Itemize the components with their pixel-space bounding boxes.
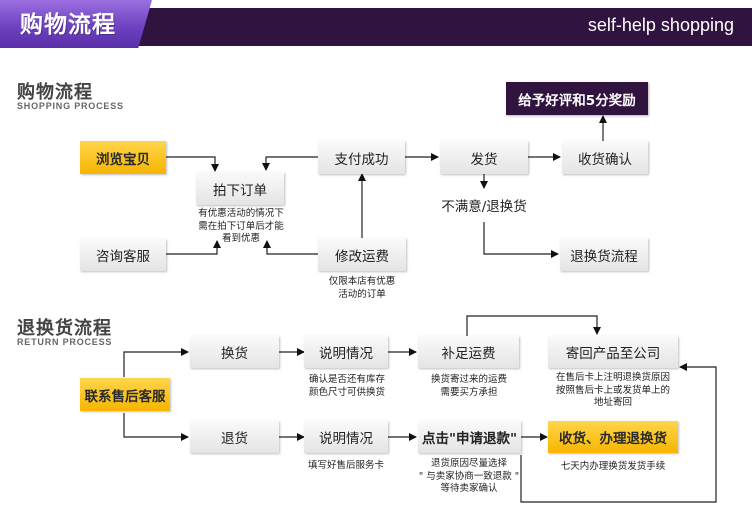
arrow-loop-to-sendback xyxy=(520,363,717,503)
header-tab xyxy=(0,0,152,48)
reward-box: 给予好评和5分奖励 xyxy=(506,82,648,115)
explain-1-note-line-2: 颜色尺寸可供换货 xyxy=(308,386,385,398)
header-banner: 购物流程 self-help shopping xyxy=(0,0,752,48)
unsatisfied-box: 不满意/退换货 xyxy=(431,190,537,220)
place-order-note-line-2: 需在拍下订单后才能 xyxy=(198,220,284,232)
place-order-box: 拍下订单 xyxy=(196,172,284,205)
return-section-title: 退换货流程 xyxy=(17,318,112,339)
arrow-contact-to-exchange xyxy=(123,348,189,377)
header-title: 购物流程 xyxy=(20,12,116,38)
send-back-box: 寄回产品至公司 xyxy=(548,336,678,368)
consult-box: 咨询客服 xyxy=(80,239,166,271)
place-order-note-line-3: 看到优惠 xyxy=(221,233,260,244)
apply-refund-note-line-1: 退货原因尽量选择 xyxy=(430,458,507,469)
explain-1-note-line-1: 确认是否还有库存 xyxy=(308,374,385,385)
modify-shipping-box: 修改运费 xyxy=(318,238,406,271)
arrow-browse-to-order xyxy=(166,156,219,172)
send-back-note-line-3: 地址寄回 xyxy=(593,397,632,408)
ship-box: 发货 xyxy=(440,141,528,174)
arrow-modify-to-order xyxy=(263,240,318,255)
receive-note: 七天内办理换货发货手续 xyxy=(543,461,683,474)
extra-shipping-note-line-1: 换货寄过来的运费 xyxy=(430,374,507,385)
extra-shipping-note: 换货寄过来的运费 需要买方承担 xyxy=(414,374,524,399)
extra-shipping-note-line-2: 需要买方承担 xyxy=(440,386,498,398)
modify-shipping-note-line-2: 活动的订单 xyxy=(338,288,386,300)
return-section-subtitle: RETURN PROCESS xyxy=(17,337,113,347)
explain-2-note-line-1: 填写好售后服务卡 xyxy=(307,460,384,471)
confirm-receipt-box: 收货确认 xyxy=(562,141,648,174)
browse-box: 浏览宝贝 xyxy=(80,141,166,174)
send-back-note-line-1: 在售后卡上注明退换货原因 xyxy=(555,372,670,383)
arrow-extra-to-sendback xyxy=(466,315,601,336)
arrow-pay-to-order xyxy=(262,156,318,171)
modify-shipping-note-line-1: 仅限本店有优惠 xyxy=(328,276,396,287)
arrow-contact-to-refund xyxy=(123,413,189,441)
apply-refund-note-line-2: " 与卖家协商一致退款 " xyxy=(418,470,520,482)
arrow-unsatisfied-to-returnflow xyxy=(483,222,559,258)
apply-refund-note-line-3: 等待卖家确认 xyxy=(440,483,498,494)
shopping-section-title: 购物流程 xyxy=(17,82,93,103)
arrow-consult-to-order xyxy=(166,240,221,255)
send-back-note: 在售后卡上注明退换货原因 按照售后卡上或发货单上的 地址寄回 xyxy=(543,372,683,410)
receive-note-line-1: 七天内办理换货发货手续 xyxy=(560,461,666,472)
explain-1-box: 说明情况 xyxy=(304,336,388,368)
return-flow-box: 退换货流程 xyxy=(560,238,648,271)
explain-1-note: 确认是否还有库存 颜色尺寸可供换货 xyxy=(297,374,397,399)
place-order-note: 有优惠活动的情况下 需在拍下订单后才能 看到优惠 xyxy=(190,208,292,246)
extra-shipping-box: 补足运费 xyxy=(418,336,519,368)
apply-refund-box: 点击"申请退款" xyxy=(418,421,521,453)
send-back-note-line-2: 按照售后卡上或发货单上的 xyxy=(555,384,670,396)
apply-refund-note: 退货原因尽量选择 " 与卖家协商一致退款 " 等待卖家确认 xyxy=(410,458,528,496)
modify-shipping-note: 仅限本店有优惠 活动的订单 xyxy=(316,276,408,301)
place-order-note-line-1: 有优惠活动的情况下 xyxy=(198,208,284,219)
explain-2-note: 填写好售后服务卡 xyxy=(296,460,396,473)
header-subtitle: self-help shopping xyxy=(587,15,734,35)
receive-box: 收货、办理退换货 xyxy=(548,421,678,453)
exchange-box: 换货 xyxy=(190,336,279,368)
contact-service-box: 联系售后客服 xyxy=(80,378,170,411)
explain-2-box: 说明情况 xyxy=(304,421,388,453)
shopping-section-subtitle: SHOPPING PROCESS xyxy=(17,101,124,111)
pay-success-box: 支付成功 xyxy=(318,141,405,174)
refund-box: 退货 xyxy=(190,421,279,453)
